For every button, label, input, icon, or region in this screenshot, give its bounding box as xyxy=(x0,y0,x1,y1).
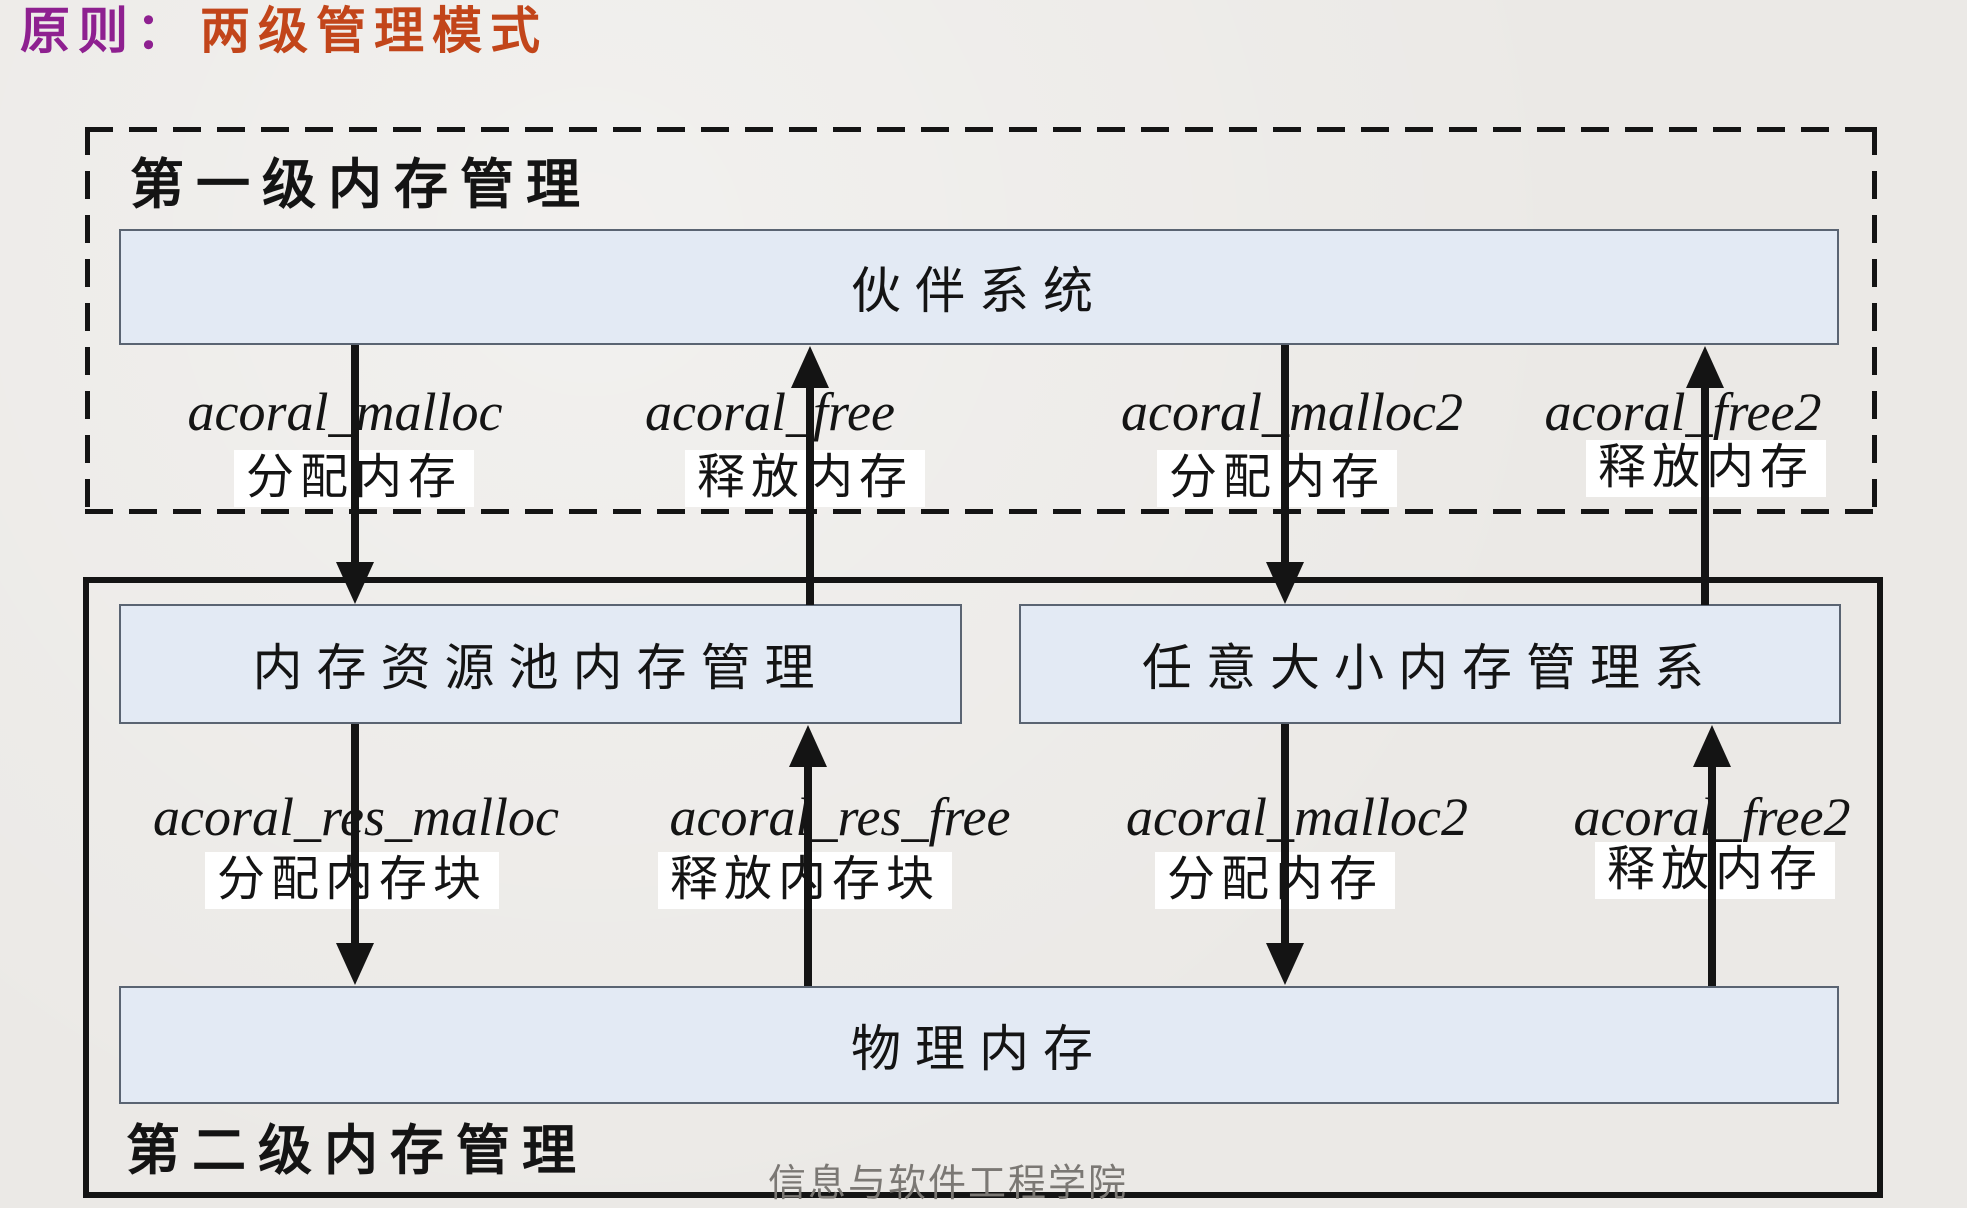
title-main: 两级管理模式 xyxy=(200,3,548,59)
level2-region xyxy=(83,577,1883,1198)
anysize-memory-manager-label: 任意大小内存管理系 xyxy=(1142,640,1718,696)
arrowhead-down-icon xyxy=(336,562,374,604)
arrow-acoral-free2-up xyxy=(1686,346,1724,605)
arrowhead-down-icon xyxy=(1266,562,1304,604)
arrowhead-up-icon xyxy=(1686,346,1724,388)
level1-border-top xyxy=(85,127,1877,132)
title-prefix: 原则： xyxy=(20,3,194,59)
desc-acoral-malloc2: 分配内存 xyxy=(1156,450,1398,507)
arrowhead-up-icon xyxy=(791,346,829,388)
fn-acoral-malloc: acoral_malloc xyxy=(187,382,503,442)
physical-memory-label: 物理内存 xyxy=(851,1021,1107,1077)
level1-border-right xyxy=(1872,127,1877,514)
level1-border-bottom xyxy=(85,509,1877,514)
memory-pool-manager-box: 内存资源池内存管理 xyxy=(119,604,962,724)
fn-acoral-free2: acoral_free2 xyxy=(1544,382,1822,442)
buddy-system-box: 伙伴系统 xyxy=(119,229,1839,345)
arrow-acoral-malloc-down xyxy=(336,345,374,604)
arrowhead-up-icon xyxy=(789,725,827,767)
desc-acoral-malloc2-l2: 分配内存 xyxy=(1154,852,1396,909)
arrowhead-up-icon xyxy=(1693,725,1731,767)
fn-acoral-free: acoral_free xyxy=(645,382,895,442)
fn-acoral-malloc2-l2: acoral_malloc2 xyxy=(1126,787,1468,847)
physical-memory-box: 物理内存 xyxy=(119,986,1839,1104)
arrowhead-down-icon xyxy=(336,943,374,985)
level1-border-left xyxy=(85,127,90,514)
memory-pool-manager-label: 内存资源池内存管理 xyxy=(252,640,829,696)
arrow-acoral-free-up xyxy=(791,346,829,605)
arrow-acoral-res-free-up xyxy=(789,725,827,986)
fn-acoral-res-free: acoral_res_free xyxy=(669,787,1011,847)
anysize-memory-manager-box: 任意大小内存管理系 xyxy=(1019,604,1841,724)
buddy-system-box-label: 伙伴系统 xyxy=(851,263,1107,319)
fn-acoral-malloc2: acoral_malloc2 xyxy=(1121,382,1463,442)
level1-label: 第一级内存管理 xyxy=(130,155,592,215)
level2-label: 第二级内存管理 xyxy=(126,1121,588,1181)
arrow-acoral-malloc2-l2-down xyxy=(1266,724,1304,985)
arrow-acoral-free2-l2-up xyxy=(1693,725,1731,986)
desc-acoral-free: 释放内存 xyxy=(684,450,926,507)
arrowhead-down-icon xyxy=(1266,943,1304,985)
arrow-acoral-res-malloc-down xyxy=(336,724,374,985)
arrow-acoral-malloc2-down xyxy=(1266,345,1304,604)
watermark: 信息与软件工程学院 xyxy=(768,1163,1129,1205)
page-title: 原则：两级管理模式 xyxy=(20,4,548,59)
